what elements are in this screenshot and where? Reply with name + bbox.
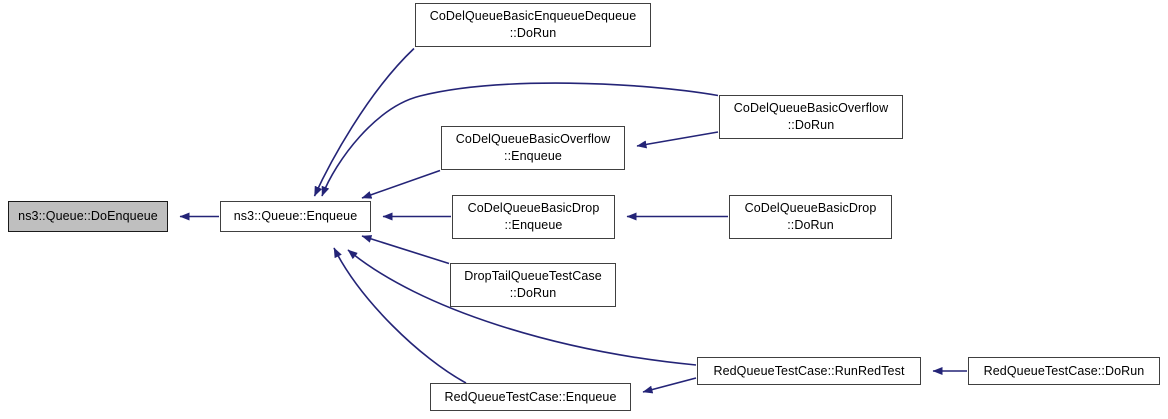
node-label: ns3::Queue::Enqueue bbox=[233, 209, 358, 223]
node-label: DropTailQueueTestCase ::DoRun bbox=[464, 269, 602, 300]
node-codelqueuebasicdrop-dorun[interactable]: CoDelQueueBasicDrop ::DoRun bbox=[729, 195, 892, 239]
node-redqueuetestcase-runredtest[interactable]: RedQueueTestCase::RunRedTest bbox=[697, 357, 921, 385]
edge-codeloverflowdorun-to-codeloverflowenqueue bbox=[636, 131, 719, 149]
node-droptailqueuetestcase-dorun[interactable]: DropTailQueueTestCase ::DoRun bbox=[450, 263, 616, 307]
edge-codelenqdeqdorun-to-enqueue bbox=[313, 47, 415, 197]
edge-codeloverflowdorun-to-enqueue bbox=[321, 82, 719, 197]
node-label: CoDelQueueBasicOverflow ::DoRun bbox=[733, 101, 889, 132]
node-redqueuetestcase-enqueue[interactable]: RedQueueTestCase::Enqueue bbox=[430, 383, 631, 411]
node-label: RedQueueTestCase::DoRun bbox=[983, 363, 1145, 378]
edge-codeloverflowenqueue-to-enqueue bbox=[361, 169, 441, 199]
node-label: CoDelQueueBasicOverflow ::Enqueue bbox=[455, 132, 611, 163]
node-label: CoDelQueueBasicDrop ::DoRun bbox=[744, 201, 877, 232]
node-ns3-queue-enqueue[interactable]: ns3::Queue::Enqueue bbox=[220, 201, 371, 232]
node-label: ns3::Queue::DoEnqueue bbox=[18, 209, 158, 223]
node-codelqueuebasicdrop-enqueue[interactable]: CoDelQueueBasicDrop ::Enqueue bbox=[452, 195, 615, 239]
node-codelqueuebasicoverflow-enqueue[interactable]: CoDelQueueBasicOverflow ::Enqueue bbox=[441, 126, 625, 170]
edge-redrunredtest-to-redenqueue bbox=[642, 377, 697, 394]
node-codelqueuebasicenqueuedequeue-dorun[interactable]: CoDelQueueBasicEnqueueDequeue ::DoRun bbox=[415, 3, 651, 47]
node-label: RedQueueTestCase::RunRedTest bbox=[713, 363, 905, 378]
node-ns3-queue-doenqueue[interactable]: ns3::Queue::DoEnqueue bbox=[8, 201, 168, 232]
edge-droptaildorun-to-enqueue bbox=[361, 235, 450, 265]
node-label: CoDelQueueBasicDrop ::Enqueue bbox=[467, 201, 600, 232]
node-label: RedQueueTestCase::Enqueue bbox=[444, 389, 617, 404]
node-codelqueuebasicoverflow-dorun[interactable]: CoDelQueueBasicOverflow ::DoRun bbox=[719, 95, 903, 139]
node-redqueuetestcase-dorun[interactable]: RedQueueTestCase::DoRun bbox=[968, 357, 1160, 385]
edge-redrunredtest-to-enqueue bbox=[347, 249, 697, 366]
edge-redenqueue-to-enqueue bbox=[333, 247, 467, 384]
node-label: CoDelQueueBasicEnqueueDequeue ::DoRun bbox=[429, 9, 637, 40]
